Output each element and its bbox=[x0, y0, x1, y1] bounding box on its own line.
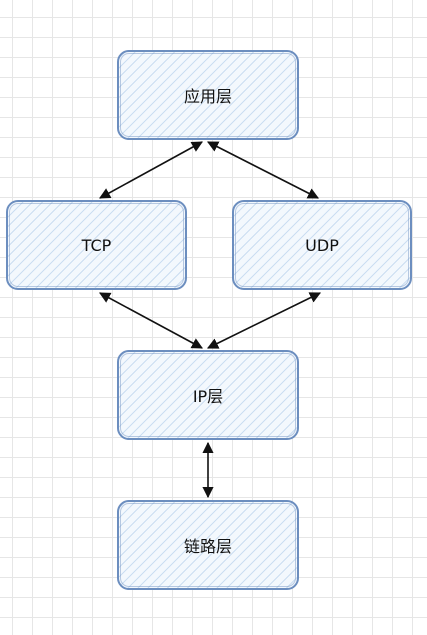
node-tcp-label: TCP bbox=[81, 235, 112, 255]
node-application-layer: 应用层 bbox=[117, 50, 299, 140]
node-udp: UDP bbox=[232, 200, 412, 290]
node-link-layer: 链路层 bbox=[117, 500, 299, 590]
node-application-layer-label: 应用层 bbox=[183, 87, 232, 106]
edge-tcp-ip bbox=[99, 292, 203, 349]
edge-app-tcp bbox=[99, 141, 203, 199]
node-udp-label: UDP bbox=[305, 235, 339, 255]
node-ip-layer-label: IP层 bbox=[192, 387, 224, 406]
edge-udp-ip bbox=[206, 292, 322, 349]
edge-app-udp bbox=[207, 141, 319, 199]
node-tcp: TCP bbox=[6, 200, 187, 290]
node-ip-layer: IP层 bbox=[117, 350, 299, 440]
node-link-layer-label: 链路层 bbox=[183, 537, 232, 556]
